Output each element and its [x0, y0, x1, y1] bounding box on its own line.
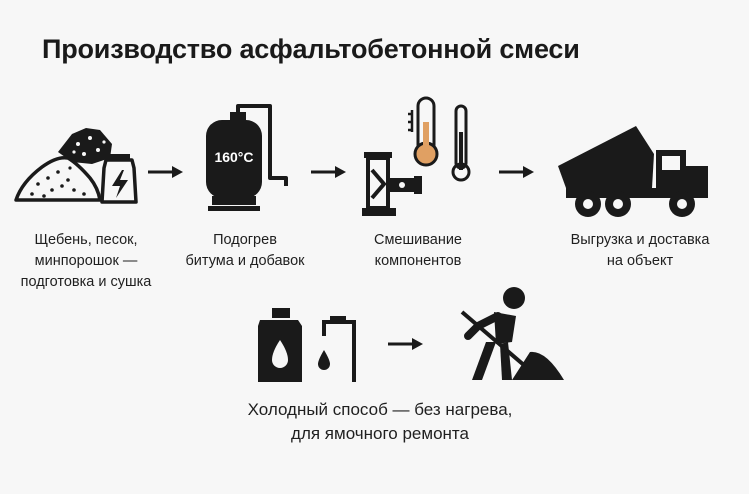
aggregates-and-filler-icon	[14, 128, 138, 204]
arrow-right-icon	[499, 166, 534, 178]
page-title: Производство асфальтобетонной смеси	[42, 34, 580, 64]
arrow-right-icon	[388, 338, 423, 350]
arrow-right-icon	[148, 166, 183, 178]
step-2-label: Подогрев битума и добавок	[185, 232, 305, 269]
arrow-right-icon	[311, 166, 346, 178]
step-1-label: Щебень, песок, минпорошок — подготовка и…	[20, 232, 152, 290]
canister-and-tap-icon	[258, 308, 356, 382]
dump-truck-icon	[558, 126, 708, 217]
tank-temperature-label: 160°C	[214, 149, 253, 165]
road-worker-shoveling-icon	[460, 287, 564, 380]
mixer-and-thermometer-icon	[362, 96, 471, 216]
bitumen-heating-tank-icon: 160°C	[206, 104, 288, 211]
cold-method-label: Холодный способ — без нагрева, для ямочн…	[247, 400, 513, 443]
step-3-label: Смешивание компонентов	[373, 232, 462, 269]
step-4-label: Выгрузка и доставка на объект	[570, 232, 710, 269]
